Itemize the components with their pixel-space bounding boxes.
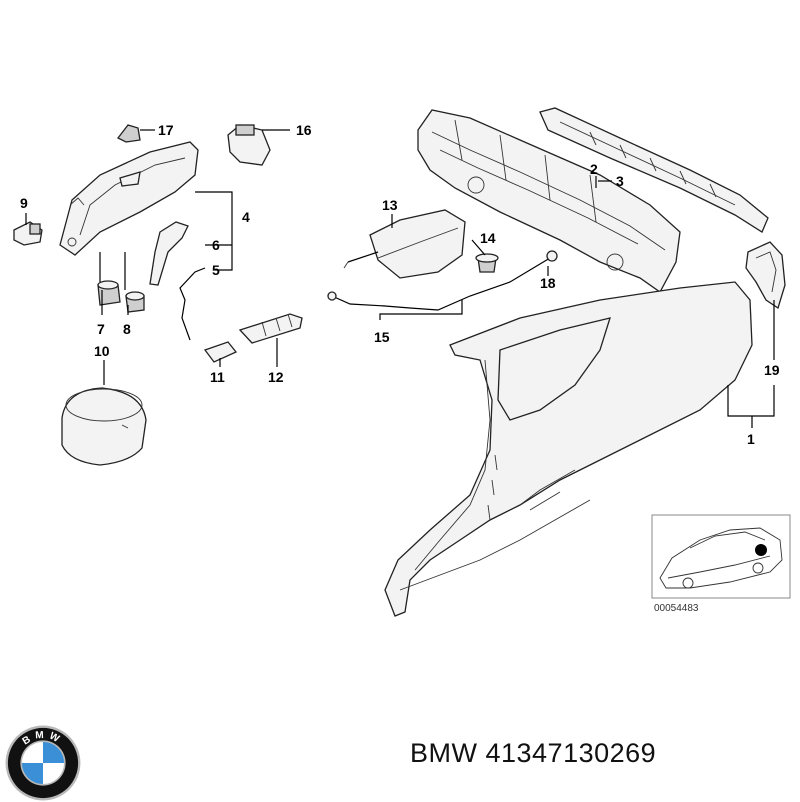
callout-8: 8 xyxy=(123,321,131,337)
callout-3: 3 xyxy=(616,173,624,189)
side-panel-part xyxy=(384,281,753,617)
small-clip-part xyxy=(117,124,141,143)
callout-13: 13 xyxy=(382,197,398,213)
leader-lines xyxy=(25,129,775,428)
clip-part xyxy=(475,253,499,273)
callout-15: 15 xyxy=(374,329,390,345)
callout-2: 2 xyxy=(590,161,598,177)
bumper-carrier-part xyxy=(417,109,681,293)
callout-labels: 1 2 3 4 5 6 7 8 9 10 11 12 13 14 15 16 1… xyxy=(20,122,780,447)
plug-part xyxy=(13,221,43,246)
part-number-label: BMW 41347130269 xyxy=(410,738,657,768)
location-inset: 00054483 xyxy=(651,514,791,614)
sleeve-part xyxy=(203,313,303,363)
filler-flap-part xyxy=(59,141,199,256)
callout-5: 5 xyxy=(212,262,220,278)
callout-11: 11 xyxy=(210,369,225,385)
callout-7: 7 xyxy=(97,321,105,337)
bmw-roundel-logo: BMW xyxy=(5,725,81,801)
cable-part xyxy=(327,250,558,311)
callout-19: 19 xyxy=(764,362,780,378)
actuator-part xyxy=(343,209,466,279)
callout-17: 17 xyxy=(158,122,174,138)
rubber-buffer-part xyxy=(97,280,145,313)
impact-strip-part xyxy=(539,107,769,233)
connector-part xyxy=(227,124,271,166)
inset-reference-number: 00054483 xyxy=(654,603,699,614)
callout-1: 1 xyxy=(747,431,755,447)
fuel-cap-part xyxy=(61,387,147,466)
callout-16: 16 xyxy=(296,122,312,138)
car-thumbnail xyxy=(659,527,783,589)
callout-10: 10 xyxy=(94,343,110,359)
callout-9: 9 xyxy=(20,195,28,211)
hinge-part xyxy=(149,221,206,341)
callout-18: 18 xyxy=(540,275,556,291)
location-marker xyxy=(755,544,767,556)
callout-6: 6 xyxy=(212,237,220,253)
callout-14: 14 xyxy=(480,230,496,246)
bracket-part xyxy=(745,241,786,310)
callout-12: 12 xyxy=(268,369,284,385)
callout-4: 4 xyxy=(242,209,250,225)
